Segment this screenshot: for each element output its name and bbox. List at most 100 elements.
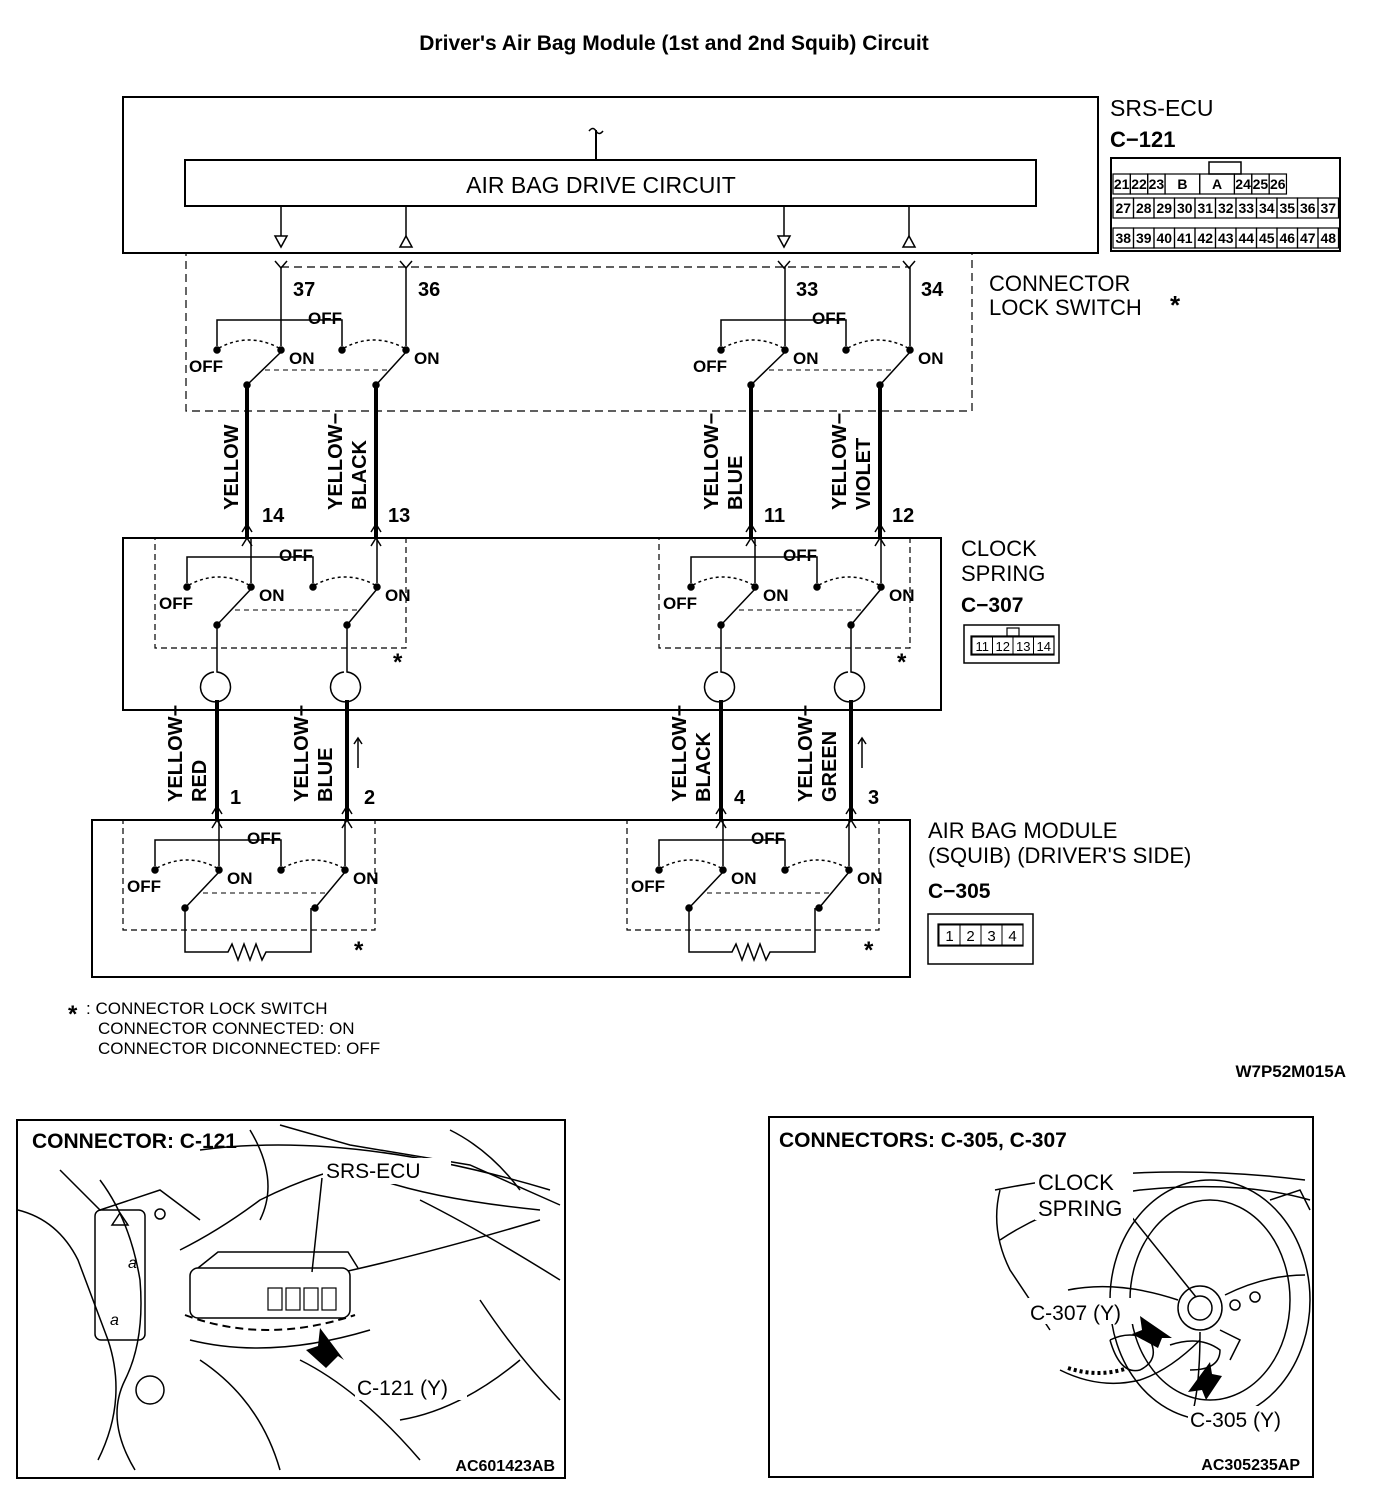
switch-arc	[692, 576, 754, 586]
ecu-connector-label: C−121	[1110, 127, 1175, 152]
wire-color-text: YELLOW	[221, 424, 243, 510]
pin-cell-label: 35	[1279, 200, 1295, 216]
pin-cell-label: A	[1212, 176, 1222, 192]
pin-cell-label: 37	[1320, 200, 1336, 216]
switch-arc	[847, 339, 909, 349]
pin-number: 4	[734, 787, 746, 809]
pin-cell	[1268, 173, 1288, 195]
contact-dot	[813, 583, 821, 591]
legend-symbol: *	[68, 1001, 78, 1028]
off-label: OFF	[693, 357, 727, 376]
pin-cell-label: 2	[966, 928, 974, 945]
switch-blade	[720, 588, 756, 626]
terminal-mark	[274, 260, 288, 270]
contact-dot	[655, 866, 663, 874]
module-connector-label: C−305	[928, 880, 991, 903]
terminal-mark	[341, 818, 353, 829]
c305-arrow	[1188, 1362, 1222, 1400]
switch-arc	[660, 859, 722, 869]
coil-icons	[199, 625, 866, 703]
terminal-mark	[845, 804, 857, 815]
off-label: OFF	[189, 357, 223, 376]
wire-color-text: RED	[189, 760, 211, 802]
pin-number: 14	[262, 505, 285, 527]
wire-color-text: YELLOW−	[701, 413, 723, 510]
switch-arc	[786, 859, 848, 869]
terminal-mark	[874, 536, 886, 547]
pin-cell	[1317, 227, 1340, 249]
pin-cell-label: 38	[1115, 230, 1131, 246]
on-label: ON	[763, 586, 789, 605]
drive-circuit-box	[184, 159, 1037, 207]
c307-callout: C-307 (Y)	[1030, 1302, 1121, 1325]
pin-cell-label: 46	[1279, 230, 1295, 246]
terminal-mark	[715, 818, 727, 829]
connectors-c305-c307-panel: CONNECTORS: C-305, C-307 CLOCK SPRING C-…	[768, 1116, 1314, 1478]
on-label: ON	[857, 869, 883, 888]
pin-number: 2	[364, 787, 375, 809]
on-label: ON	[385, 586, 411, 605]
off-label: OFF	[751, 829, 785, 848]
off-label: OFF	[127, 877, 161, 896]
pin-cell-label: 1	[945, 928, 953, 945]
off-bracket	[690, 556, 818, 583]
connector-c121-panel: a a CONNECTOR:	[16, 1119, 566, 1479]
terminal-mark	[341, 804, 353, 815]
ecu-label: SRS-ECU	[1110, 95, 1214, 121]
contact-dot	[781, 866, 789, 874]
terminal-mark	[745, 522, 757, 533]
pin-cell-label: 14	[1037, 639, 1051, 654]
pin-number: 3	[868, 787, 879, 809]
module-asterisk: *	[354, 937, 364, 964]
wire-color-text: YELLOW−	[795, 705, 817, 802]
pin-label: 36	[418, 279, 440, 301]
c305-callout: C-305 (Y)	[1190, 1409, 1281, 1432]
terminal-mark	[370, 522, 382, 533]
contact-dot	[815, 904, 823, 912]
clock-spring-connector-label: C−307	[961, 594, 1023, 617]
panel-right-code: AC305235AP	[1201, 1457, 1300, 1474]
clock-spring-asterisk: *	[393, 649, 403, 676]
pin-cell-label: 23	[1149, 176, 1165, 192]
switch-blade	[184, 871, 220, 909]
off-bracket	[154, 839, 282, 866]
pin-cell-label: 26	[1270, 176, 1286, 192]
pin-cell-label: 11	[976, 639, 990, 654]
off-label: OFF	[308, 309, 342, 328]
pin-cell-label: 47	[1300, 230, 1316, 246]
c121-callout: C-121 (Y)	[357, 1377, 448, 1400]
module-box	[91, 819, 911, 978]
wire-color-label: YELLOW−BLACK 4	[669, 705, 746, 809]
switch-blade	[216, 588, 252, 626]
pin-cell-label: 43	[1218, 230, 1234, 246]
wire-color-text: BLACK	[349, 439, 371, 510]
terminal-mark	[241, 522, 253, 533]
pin-cell-label: 36	[1300, 200, 1316, 216]
off-label: OFF	[663, 594, 697, 613]
terminal-mark	[777, 260, 791, 270]
wire-color-text: BLACK	[693, 731, 715, 802]
off-bracket	[216, 319, 343, 346]
switch-blade	[346, 588, 378, 626]
power-icon	[588, 127, 604, 135]
switch-arc	[282, 859, 344, 869]
lock-switch-label-1: CONNECTOR	[989, 271, 1130, 296]
figure-code: W7P52M015A	[1235, 1062, 1346, 1081]
switch-blade	[688, 871, 724, 909]
contact-dot	[277, 866, 285, 874]
panel-left-title: CONNECTOR: C-121	[32, 1130, 237, 1153]
contact-dot	[309, 583, 317, 591]
legend-line: : CONNECTOR LOCK SWITCH	[86, 999, 327, 1018]
pin-cell-label: 22	[1131, 176, 1147, 192]
switch-arc	[188, 576, 250, 586]
wire-color-text: YELLOW−	[669, 705, 691, 802]
